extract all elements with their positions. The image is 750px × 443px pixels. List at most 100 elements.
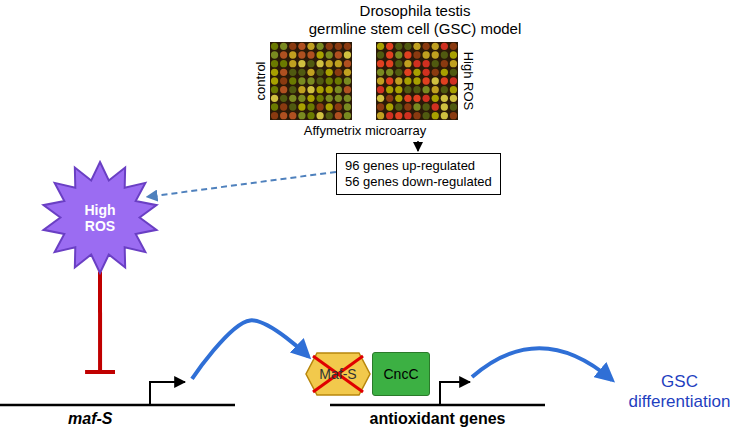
result-line: 96 genes up-regulated	[345, 158, 492, 174]
array-spot	[386, 112, 393, 119]
array-spot	[307, 103, 314, 110]
curved-arrow	[472, 348, 612, 380]
node-hex: Maf-S	[305, 352, 371, 396]
array-spot	[316, 51, 323, 58]
array-spot	[404, 60, 411, 67]
array-spot	[441, 95, 448, 102]
array-spot	[316, 112, 323, 119]
array-spot	[271, 103, 278, 110]
array-spot	[335, 51, 342, 58]
array-spot	[326, 86, 333, 93]
cross-mark	[313, 356, 363, 392]
array-label: control	[253, 61, 268, 100]
array-spot	[298, 51, 305, 58]
array-spot	[432, 103, 439, 110]
array-spot	[271, 51, 278, 58]
array-spot	[441, 43, 448, 50]
array-spot	[307, 77, 314, 84]
array-spot	[413, 95, 420, 102]
array-spot	[298, 103, 305, 110]
array-spot	[386, 60, 393, 67]
array-spot	[377, 112, 384, 119]
array-spot	[307, 43, 314, 50]
array-spot	[450, 51, 457, 58]
array-spot	[298, 86, 305, 93]
array-spot	[395, 103, 402, 110]
array-spot	[280, 86, 287, 93]
array-spot	[271, 86, 278, 93]
connector	[148, 172, 336, 197]
protein-label: Maf-S	[319, 366, 356, 382]
array-spot	[316, 77, 323, 84]
gene-name: maf-S	[68, 410, 112, 428]
hexagon-outline	[306, 353, 370, 395]
array-spot	[386, 86, 393, 93]
array-spot	[441, 112, 448, 119]
array-spot	[289, 43, 296, 50]
array-spot	[289, 112, 296, 119]
array-spot	[298, 60, 305, 67]
array-spot	[386, 103, 393, 110]
node-star: High ROS	[40, 160, 160, 275]
array-spot	[280, 95, 287, 102]
array-ground	[376, 42, 458, 120]
promoter-arrow	[150, 382, 185, 405]
annotation-text: Affymetrix microarray	[290, 123, 440, 139]
array-spot	[404, 95, 411, 102]
dna-line	[330, 404, 545, 407]
array-spot	[377, 86, 384, 93]
array-spot	[326, 60, 333, 67]
array-spot	[344, 60, 351, 67]
array-spot	[298, 112, 305, 119]
protein-label: CncC	[383, 366, 418, 382]
array-label: High ROS	[461, 52, 476, 111]
array-spot	[307, 51, 314, 58]
annotation-text: GSC differentiation	[612, 372, 747, 412]
starburst-outline	[43, 162, 156, 273]
array-spot	[326, 51, 333, 58]
array-spot	[335, 112, 342, 119]
array-ground	[270, 42, 352, 120]
node-box: 96 genes up-regulated56 genes down-regul…	[336, 153, 501, 195]
array-spot	[335, 69, 342, 76]
array-spot	[316, 103, 323, 110]
microarray-image	[270, 42, 352, 120]
array-spot	[289, 51, 296, 58]
array-spot	[386, 69, 393, 76]
array-spot	[280, 69, 287, 76]
array-spot	[386, 43, 393, 50]
array-spot	[316, 43, 323, 50]
array-spot	[395, 51, 402, 58]
array-spot	[335, 43, 342, 50]
array-spot	[316, 60, 323, 67]
array-spot	[298, 43, 305, 50]
array-spot	[441, 77, 448, 84]
array-spot	[395, 95, 402, 102]
array-spot	[395, 60, 402, 67]
array-spot	[289, 86, 296, 93]
array-spot	[326, 43, 333, 50]
array-spot	[289, 69, 296, 76]
array-spot	[441, 51, 448, 58]
array-spot	[307, 86, 314, 93]
array-spot	[422, 103, 429, 110]
array-spot	[344, 69, 351, 76]
array-spot	[413, 43, 420, 50]
array-spot	[432, 51, 439, 58]
array-spot	[326, 77, 333, 84]
array-spot	[432, 69, 439, 76]
cross-mark	[313, 356, 363, 392]
array-spot	[441, 69, 448, 76]
array-spot	[298, 95, 305, 102]
array-spot	[377, 43, 384, 50]
array-spot	[289, 103, 296, 110]
array-spot	[432, 95, 439, 102]
array-spot	[441, 60, 448, 67]
array-spot	[413, 51, 420, 58]
array-spot	[377, 60, 384, 67]
array-spot	[316, 86, 323, 93]
array-spot	[413, 69, 420, 76]
array-spot	[280, 51, 287, 58]
array-spot	[432, 77, 439, 84]
